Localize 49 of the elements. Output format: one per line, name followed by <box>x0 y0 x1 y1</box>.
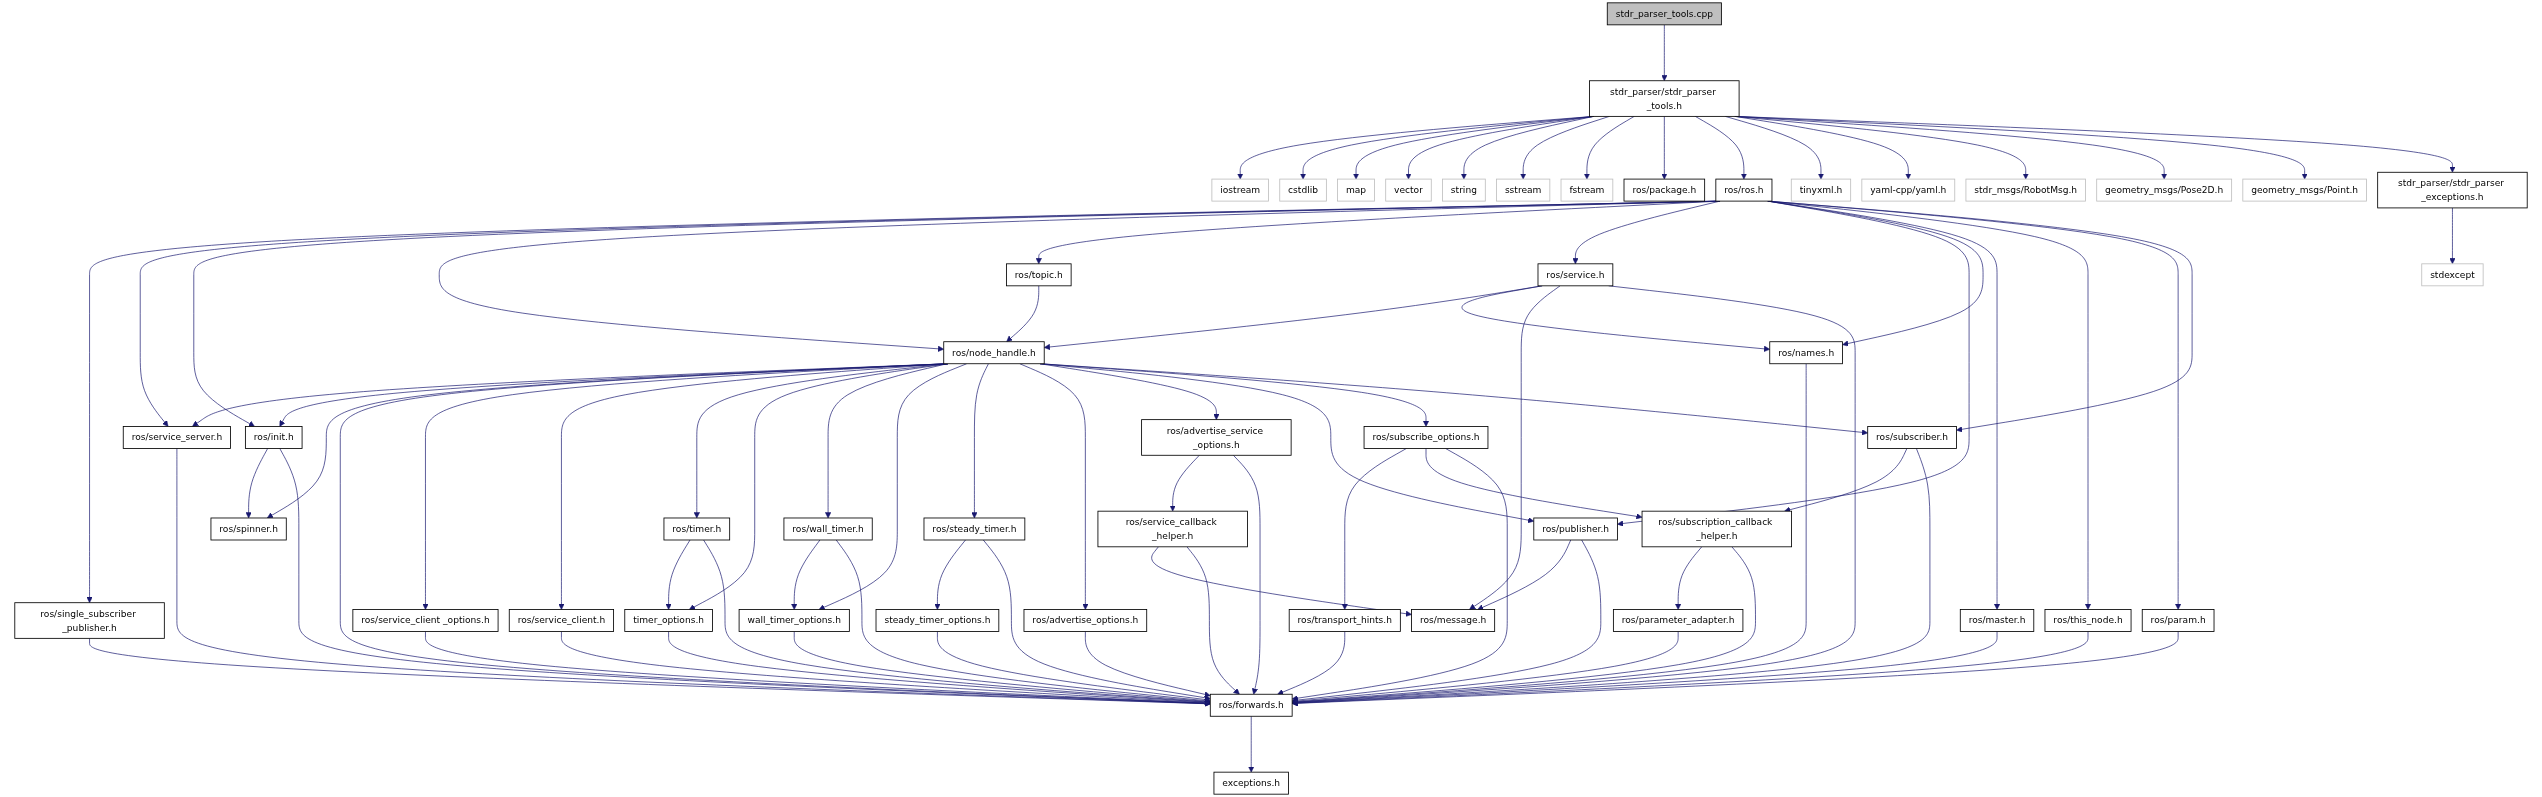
node-box: ros/timer.h <box>663 517 731 541</box>
node-box: exceptions.h <box>1213 771 1289 795</box>
node-box: ros/parameter_adapter.h <box>1612 609 1744 632</box>
node-box: ros/steady_timer.h <box>923 517 1026 541</box>
node-box: wall_timer_options.h <box>738 609 850 632</box>
node-box: ros/node_handle.h <box>943 341 1045 365</box>
node-box: stdr_parser/stdr_parser _exceptions.h <box>2377 171 2528 209</box>
node-box: ros/service.h <box>1537 263 1614 287</box>
node-box: ros/names.h <box>1769 341 1843 365</box>
node-box: vector <box>1385 178 1432 202</box>
node-box: geometry_msgs/Point.h <box>2242 178 2367 202</box>
node-box: steady_timer_options.h <box>875 609 1000 632</box>
node-box: map <box>1337 178 1375 202</box>
node-box: stdr_parser_tools.cpp <box>1606 2 1722 26</box>
node-box: ros/subscribe_options.h <box>1363 426 1489 449</box>
node-box: ros/subscription_callback _helper.h <box>1641 510 1792 548</box>
node-box: tinyxml.h <box>1790 178 1852 202</box>
node-box: ros/forwards.h <box>1209 693 1293 717</box>
node-box: ros/advertise_service _options.h <box>1141 419 1292 456</box>
node-box: ros/param.h <box>2141 609 2215 632</box>
node-box: stdexcept <box>2421 263 2484 287</box>
node-box: ros/spinner.h <box>210 517 287 541</box>
node-box: ros/transport_hints.h <box>1288 609 1401 632</box>
node-box: sstream <box>1496 178 1551 202</box>
node-box: stdr_parser/stdr_parser _tools.h <box>1589 80 1740 117</box>
node-box: ros/wall_timer.h <box>783 517 873 541</box>
node-box: timer_options.h <box>624 609 713 632</box>
node-box: ros/single_subscriber _publisher.h <box>14 602 165 639</box>
node-box: ros/service_client.h <box>508 609 614 632</box>
node-box: yaml-cpp/yaml.h <box>1861 178 1956 202</box>
node-box: ros/service_callback _helper.h <box>1097 510 1248 548</box>
node-box: ros/publisher.h <box>1533 517 1618 541</box>
node-box: cstdlib <box>1279 178 1327 202</box>
node-box: ros/package.h <box>1623 178 1706 202</box>
node-box: fstream <box>1560 178 1614 202</box>
node-box: ros/this_node.h <box>2044 609 2132 632</box>
node-box: ros/service_client _options.h <box>352 609 499 632</box>
node-box: ros/ros.h <box>1715 178 1773 202</box>
node-box: iostream <box>1211 178 1269 202</box>
node-box: ros/init.h <box>245 426 303 449</box>
node-box: geometry_msgs/Pose2D.h <box>2096 178 2233 202</box>
node-box: ros/advertise_options.h <box>1023 609 1148 632</box>
node-box: stdr_msgs/RobotMsg.h <box>1965 178 2086 202</box>
node-box: ros/message.h <box>1411 609 1496 632</box>
node-box: ros/master.h <box>1959 609 2035 632</box>
node-box: ros/service_server.h <box>122 426 231 449</box>
node-box: ros/subscriber.h <box>1867 426 1957 449</box>
node-box: ros/topic.h <box>1006 263 1072 287</box>
node-box: string <box>1442 178 1486 202</box>
